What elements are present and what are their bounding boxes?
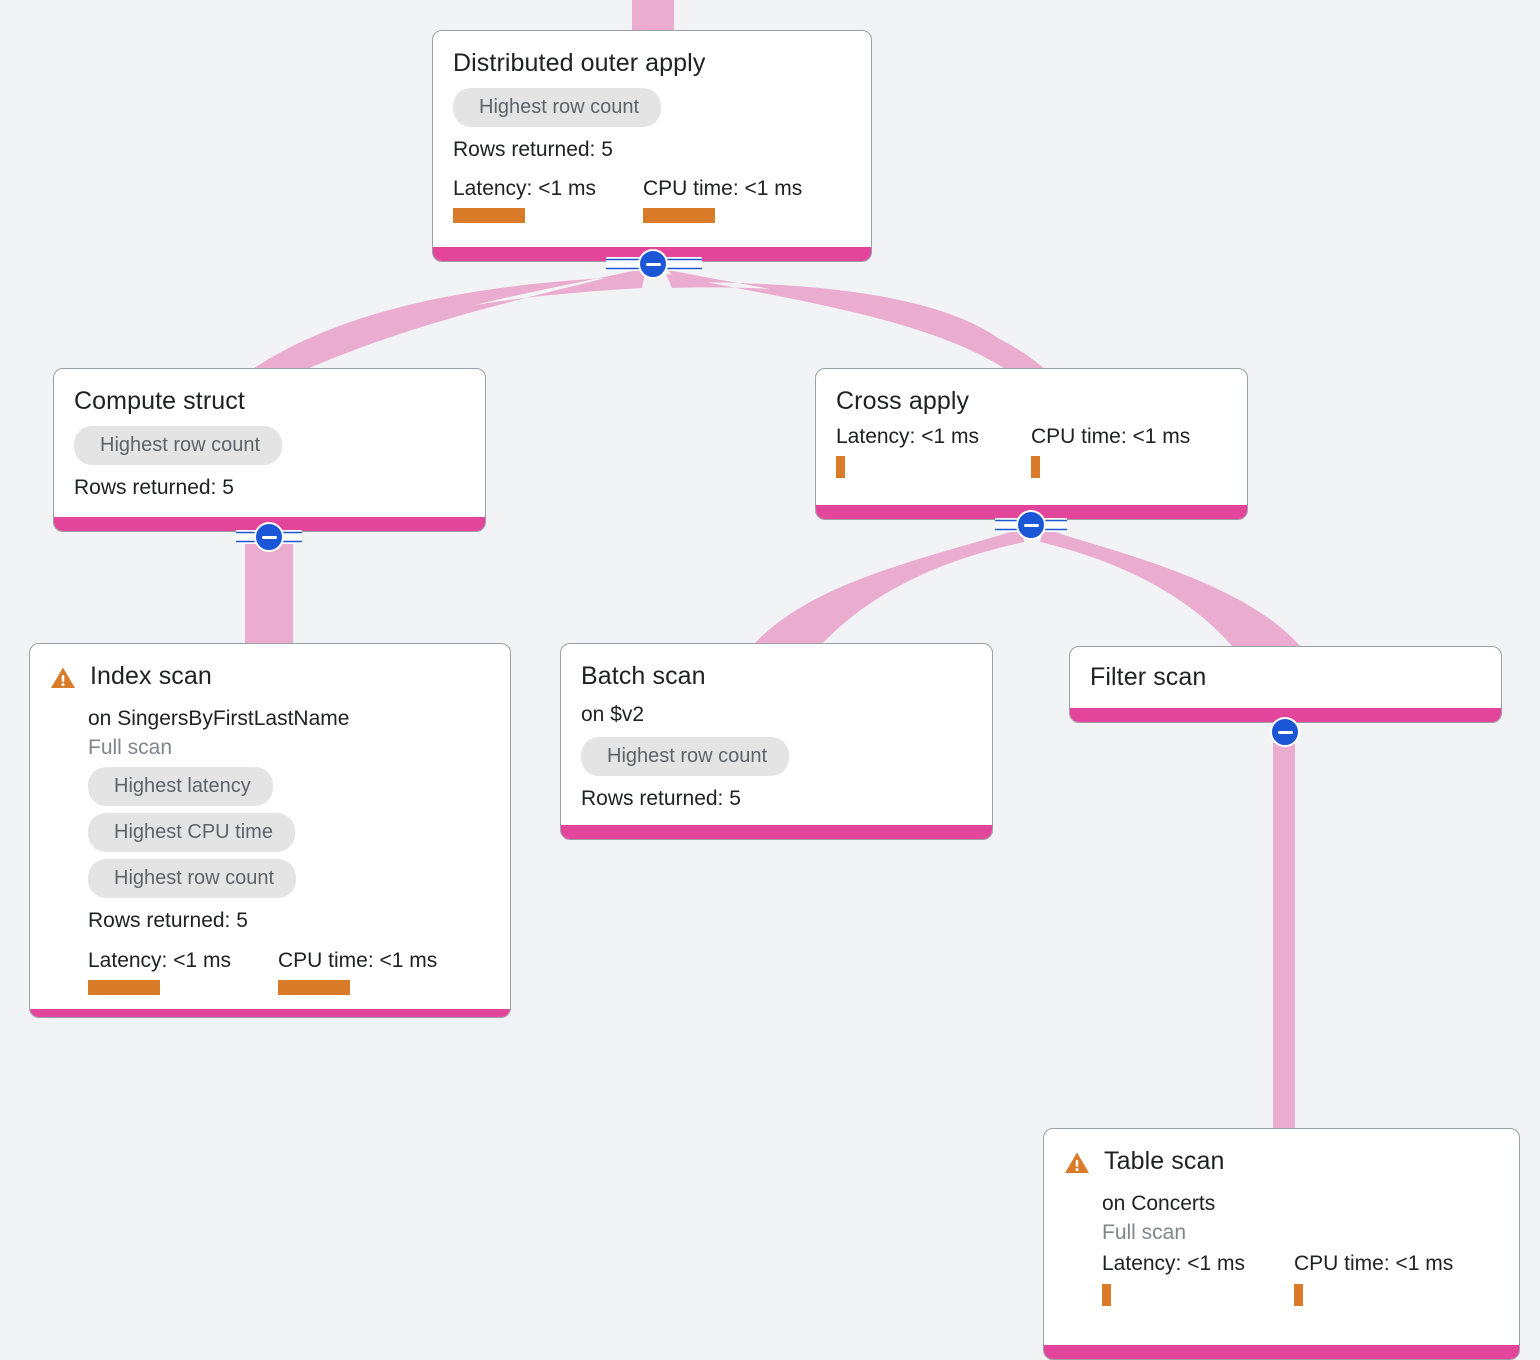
title-row: Index scan [50,662,490,695]
cpu-time-label: CPU time: <1 ms [278,948,438,972]
rows-returned: Rows returned: 5 [453,137,613,161]
node-subtitle: on Concerts [1102,1192,1216,1215]
cpu-time-label: CPU time: <1 ms [1031,424,1191,448]
node-title: Cross apply [836,387,970,415]
chip-highest-row-count: Highest row count [74,425,283,465]
node-bottom-bar [30,1008,510,1017]
latency-label: Latency: <1 ms [453,176,596,200]
node-subtitle: on $v2 [581,702,645,726]
latency-bar [836,455,845,478]
node-title: Distributed outer apply [453,49,706,77]
node-filter-scan[interactable]: Filter scan [1069,646,1502,723]
node-details: on SingersByFirstLastName Full scan High… [50,706,490,995]
title-row: Table scan [1064,1147,1499,1180]
collapse-toggle-compute-struct[interactable] [254,522,284,552]
node-scan-type: Full scan [1102,1221,1187,1245]
edge-cross-apply-to-batch-scan-body [752,530,1022,646]
node-body: Compute struct Highest row count Rows re… [54,369,485,517]
chip-highest-row-count: Highest row count [581,736,790,776]
warning-icon [1064,1151,1090,1180]
node-title: Table scan [1104,1147,1225,1175]
node-compute-struct[interactable]: Compute struct Highest row count Rows re… [53,368,486,532]
cpu-time-bar [278,979,350,995]
rows-returned: Rows returned: 5 [74,475,234,499]
edge-cross-apply-to-filter-scan-body [1042,530,1300,646]
cpu-time-label: CPU time: <1 ms [643,176,803,200]
metric-cpu-time: CPU time: <1 ms [643,176,803,224]
node-details: on Concerts Full scan Latency: <1 ms CPU… [1064,1191,1499,1306]
collapse-toggle-filter-scan[interactable] [1270,717,1300,747]
latency-bar [453,208,525,224]
node-batch-scan[interactable]: Batch scan on $v2 Highest row count Rows… [560,643,993,840]
cpu-time-bar [1031,455,1040,478]
cpu-time-bar [1294,1283,1303,1306]
node-title: Filter scan [1090,663,1207,691]
node-distributed-outer-apply[interactable]: Distributed outer apply Highest row coun… [432,30,872,262]
chip-highest-cpu-time: Highest CPU time [88,813,295,853]
edge-root-to-compute-struct-body [248,268,646,372]
title-row: Distributed outer apply [453,49,851,78]
node-scan-type: Full scan [88,736,173,760]
latency-bar [88,979,160,995]
node-table-scan[interactable]: Table scan on Concerts Full scan Latency… [1043,1128,1520,1360]
chip-highest-row-count: Highest row count [453,87,662,127]
node-body: Batch scan on $v2 Highest row count Rows… [561,644,992,825]
cpu-time-bar [643,208,715,224]
metrics-row: Latency: <1 ms CPU time: <1 ms [88,948,490,995]
node-bottom-bar [1070,708,1501,722]
node-body: Index scan on SingersByFirstLastName Ful… [30,644,510,1009]
edge-root-to-cross-apply [668,270,1030,372]
node-title: Index scan [90,662,212,690]
metric-latency: Latency: <1 ms [1102,1251,1294,1306]
node-title: Compute struct [74,387,245,415]
node-bottom-bar [1044,1345,1519,1359]
node-index-scan[interactable]: Index scan on SingersByFirstLastName Ful… [29,643,511,1018]
metrics-row: Latency: <1 ms CPU time: <1 ms [453,176,851,224]
edge-filter-scan-to-table-scan [1273,722,1295,1134]
chip-highest-row-count: Highest row count [88,859,297,899]
edge-root-inlet [632,0,674,34]
cpu-time-label: CPU time: <1 ms [1294,1252,1454,1276]
latency-label: Latency: <1 ms [88,948,231,972]
node-body: Cross apply Latency: <1 ms CPU time: <1 … [816,369,1247,505]
edge-cross-apply-to-filter-scan [1040,528,1288,646]
node-bottom-bar [561,825,992,839]
warning-icon [50,666,76,695]
latency-label: Latency: <1 ms [836,424,979,448]
metrics-row: Latency: <1 ms CPU time: <1 ms [836,424,1227,478]
node-body: Filter scan [1070,647,1501,708]
metrics-row: Latency: <1 ms CPU time: <1 ms [1102,1251,1499,1306]
latency-bar [1102,1283,1111,1306]
edge-root-to-cross-apply-body [666,274,1048,372]
metric-latency: Latency: <1 ms [836,424,1031,478]
node-cross-apply[interactable]: Cross apply Latency: <1 ms CPU time: <1 … [815,368,1248,520]
metric-cpu-time: CPU time: <1 ms [278,948,437,995]
collapse-toggle-cross-apply[interactable] [1016,510,1046,540]
rows-returned: Rows returned: 5 [88,909,248,933]
node-subtitle: on SingersByFirstLastName [88,707,350,730]
latency-label: Latency: <1 ms [1102,1252,1245,1276]
chip-highest-latency: Highest latency [88,767,273,807]
collapse-toggle-distributed-outer-apply[interactable] [638,249,668,279]
chip-stack: Highest latency Highest CPU time Highest… [88,767,490,899]
rows-returned: Rows returned: 5 [581,786,741,810]
node-body: Distributed outer apply Highest row coun… [433,31,871,247]
metric-latency: Latency: <1 ms [88,948,278,995]
edge-cross-apply-to-batch-scan [762,528,1024,646]
metric-latency: Latency: <1 ms [453,176,643,224]
node-title: Batch scan [581,662,706,690]
node-body: Table scan on Concerts Full scan Latency… [1044,1129,1519,1345]
metric-cpu-time: CPU time: <1 ms [1294,1251,1454,1306]
metric-cpu-time: CPU time: <1 ms [1031,424,1190,478]
